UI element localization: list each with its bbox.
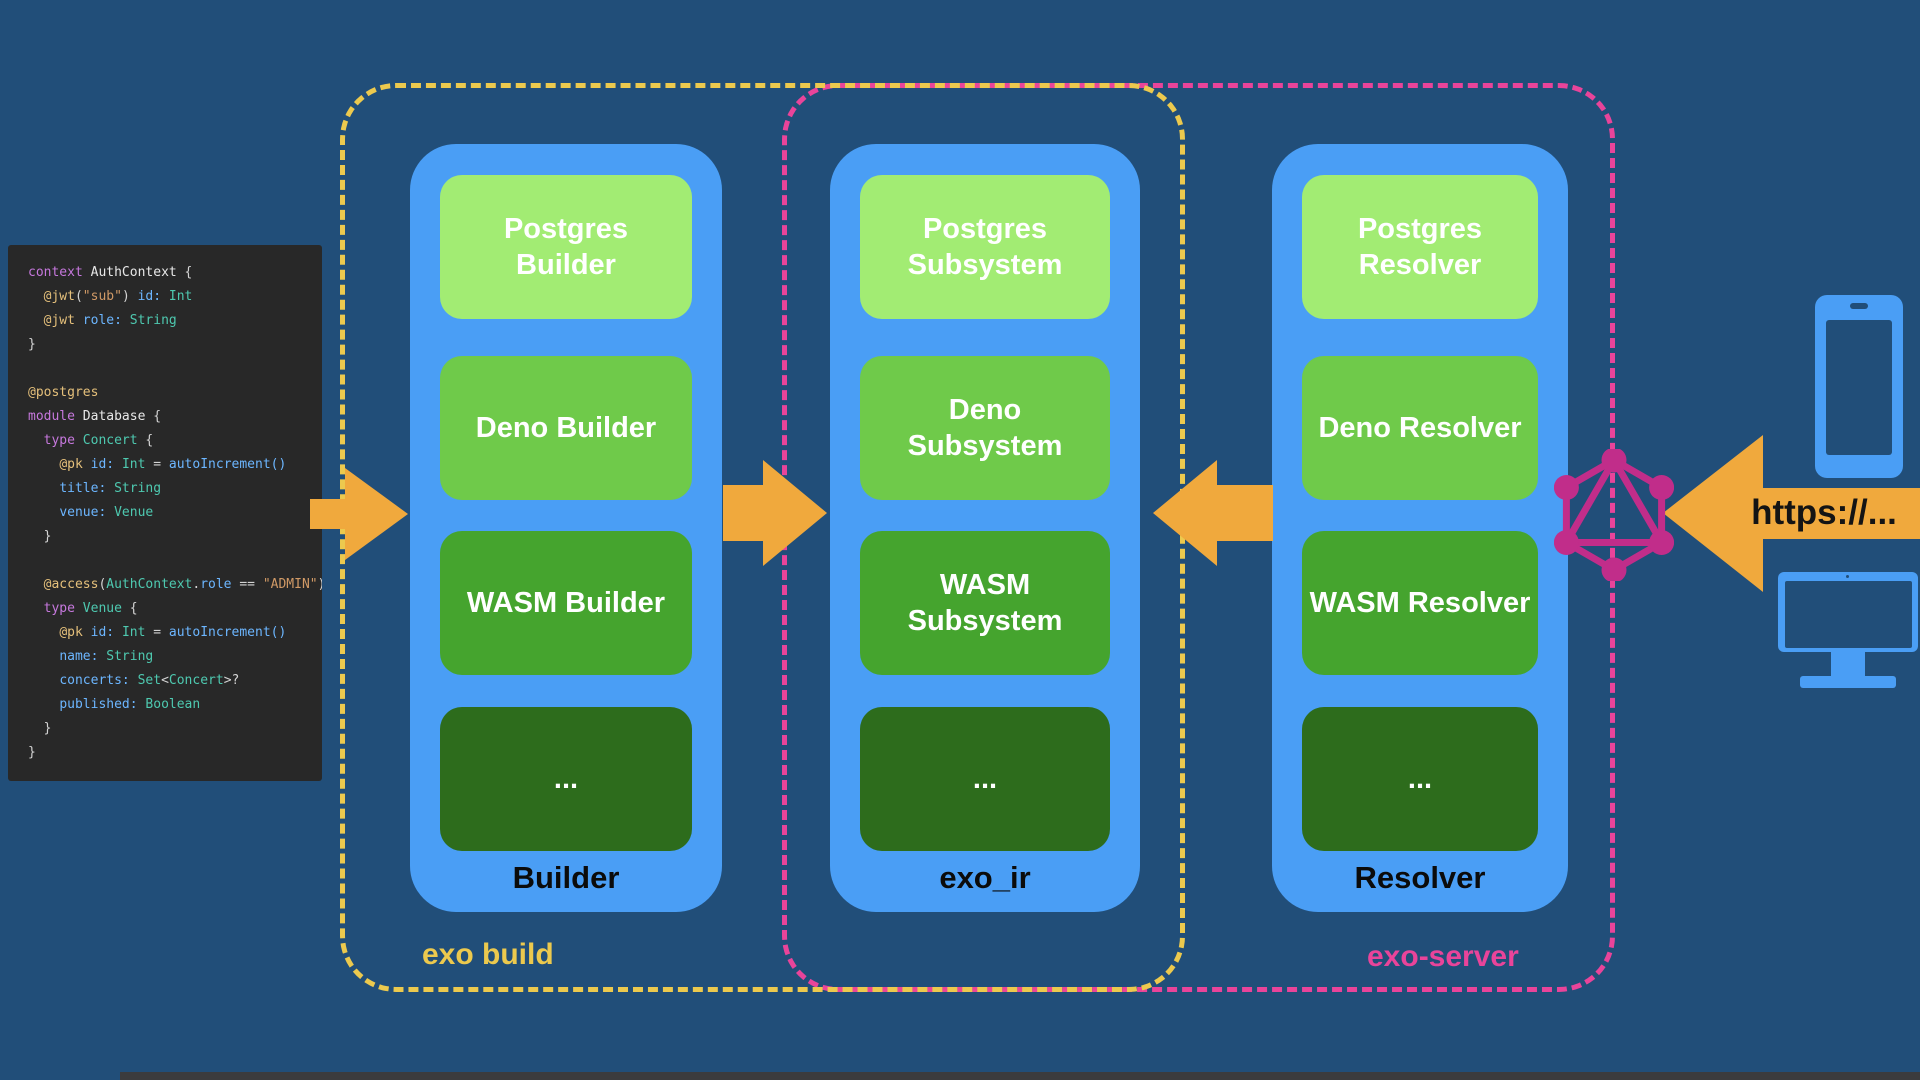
- monitor-stand-base: [1800, 676, 1896, 688]
- code-line: }: [28, 721, 52, 736]
- code-line: @postgres: [28, 385, 99, 400]
- phone-speaker-slot: [1850, 303, 1868, 309]
- code-line: [28, 549, 316, 573]
- postgres-builder-box: Postgres Builder: [440, 175, 692, 319]
- code-line: concerts: Set<Concert>?: [59, 673, 240, 688]
- code-line: [28, 357, 316, 381]
- desktop-monitor-icon: [1778, 572, 1918, 688]
- postgres-resolver-box: Postgres Resolver: [1302, 175, 1538, 319]
- code-line: @jwt role: String: [43, 313, 177, 328]
- exograph-schema-code-panel: context AuthContext { @jwt("sub") id: In…: [8, 245, 322, 781]
- https-request-label: https://...: [1751, 493, 1897, 532]
- code-line: context AuthContext {: [28, 265, 193, 280]
- more-resolvers-box: ...: [1302, 707, 1538, 851]
- exo-build-group-label: exo build: [422, 938, 554, 971]
- graphql-logo-icon: [1554, 449, 1674, 581]
- code-line: @pk id: Int = autoIncrement(): [59, 625, 287, 640]
- monitor-camera-dot: [1846, 575, 1849, 578]
- deno-resolver-box: Deno Resolver: [1302, 356, 1538, 500]
- more-subsystems-box: ...: [860, 707, 1110, 851]
- postgres-subsystem-box: Postgres Subsystem: [860, 175, 1110, 319]
- code-line: }: [28, 529, 52, 544]
- code-line: title: String: [59, 481, 162, 496]
- deno-subsystem-box: Deno Subsystem: [860, 356, 1110, 500]
- code-line: published: Boolean: [59, 697, 201, 712]
- code-line: @access(AuthContext.role == "ADMIN"): [43, 577, 322, 592]
- code-line: venue: Venue: [59, 505, 154, 520]
- monitor-screen: [1785, 581, 1912, 648]
- wasm-resolver-box: WASM Resolver: [1302, 531, 1538, 675]
- column-exo-ir: Postgres Subsystem Deno Subsystem WASM S…: [830, 144, 1140, 912]
- column-resolver: Postgres Resolver Deno Resolver WASM Res…: [1272, 144, 1568, 912]
- code-line: type Concert {: [43, 433, 154, 448]
- resolver-column-label: Resolver: [1354, 860, 1486, 895]
- exo-build-group-border: [340, 83, 1185, 992]
- exo-ir-column-label: exo_ir: [939, 860, 1031, 895]
- column-builder: Postgres Builder Deno Builder WASM Build…: [410, 144, 722, 912]
- code-line: name: String: [59, 649, 154, 664]
- background-window-edge: [120, 1072, 1920, 1080]
- wasm-builder-box: WASM Builder: [440, 531, 692, 675]
- builder-column-label: Builder: [512, 860, 620, 895]
- code-line: @jwt("sub") id: Int: [43, 289, 193, 304]
- wasm-subsystem-box: WASM Subsystem: [860, 531, 1110, 675]
- exo-server-group-label: exo-server: [1367, 940, 1519, 973]
- monitor-bezel: [1778, 572, 1918, 652]
- monitor-stand-neck: [1831, 652, 1865, 676]
- code-line: }: [28, 745, 36, 760]
- more-builders-box: ...: [440, 707, 692, 851]
- code-line: module Database {: [28, 409, 162, 424]
- deno-builder-box: Deno Builder: [440, 356, 692, 500]
- code-line: type Venue {: [43, 601, 138, 616]
- phone-screen: [1826, 320, 1892, 455]
- code-line: }: [28, 337, 36, 352]
- code-line: @pk id: Int = autoIncrement(): [59, 457, 287, 472]
- smartphone-icon: [1815, 295, 1903, 478]
